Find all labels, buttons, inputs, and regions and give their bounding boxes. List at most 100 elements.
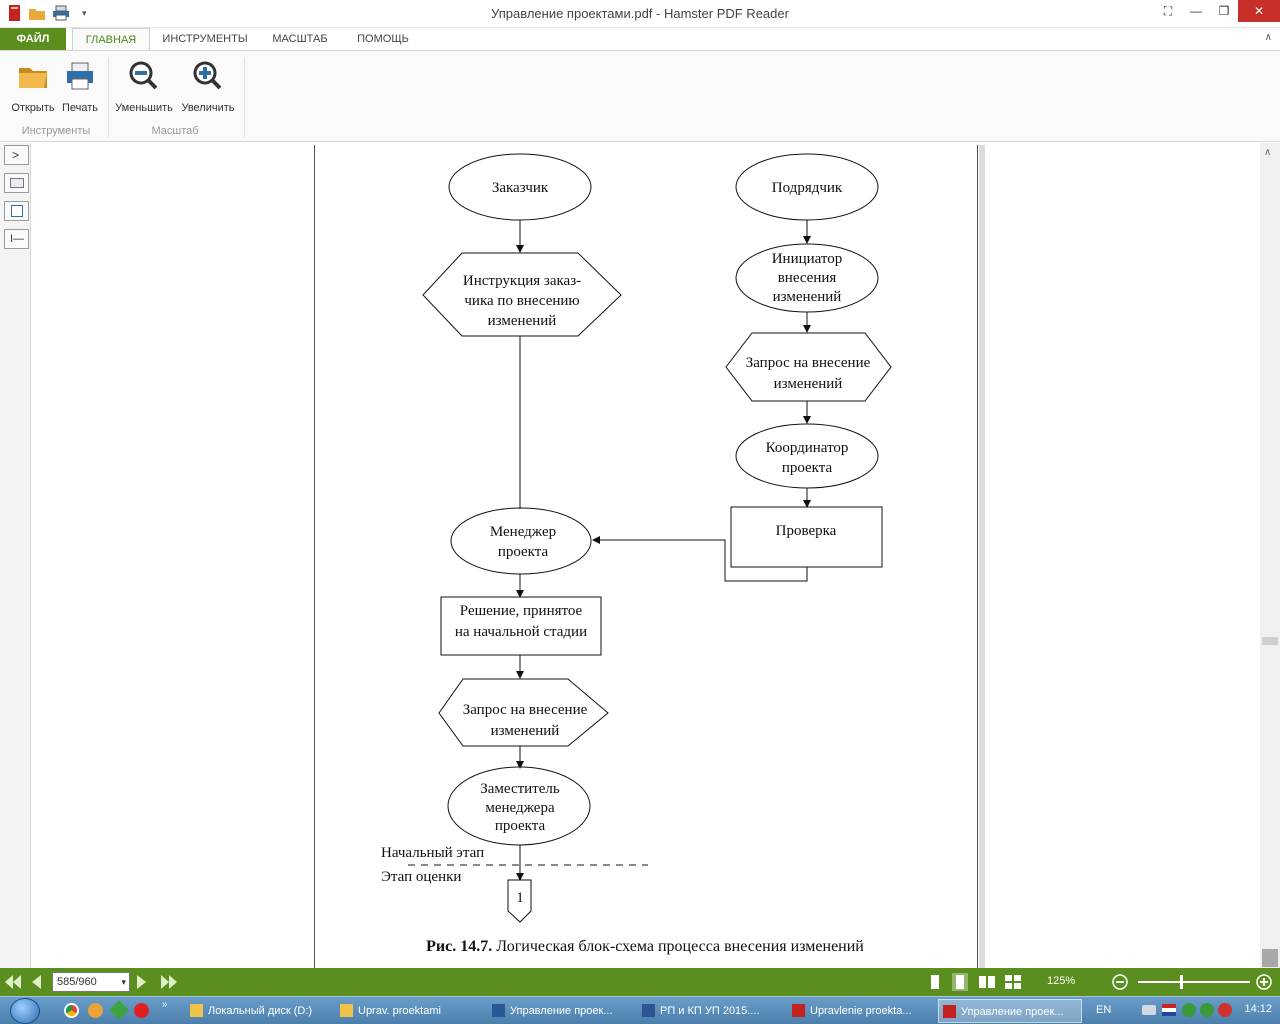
- prev-page-icon[interactable]: [30, 974, 42, 990]
- expand-panel-button[interactable]: >: [4, 145, 29, 165]
- ribbon: Открыть Печать Инструменты Уменьшить Уве…: [0, 50, 1280, 142]
- folder-icon: [190, 1004, 203, 1017]
- bookmarks-button[interactable]: [4, 201, 29, 221]
- single-page-icon[interactable]: [928, 974, 942, 990]
- label-instruction: чика по внесению: [464, 293, 579, 309]
- label-request1: изменений: [774, 376, 843, 392]
- tab-help[interactable]: ПОМОЩЬ: [357, 33, 409, 45]
- collapse-ribbon-icon[interactable]: ∧: [1264, 32, 1272, 43]
- label-request2: изменений: [491, 723, 560, 739]
- tray-network-icon[interactable]: [1142, 1005, 1156, 1015]
- zoom-in-icon: [193, 61, 222, 90]
- scroll-up-icon[interactable]: ∧: [1264, 147, 1272, 158]
- label-initiator: Инициатор: [772, 251, 843, 267]
- open-folder-icon[interactable]: [28, 5, 46, 21]
- label-manager: Менеджер: [490, 524, 556, 540]
- tab-tools[interactable]: ИНСТРУМЕНТЫ: [162, 33, 248, 45]
- task-hamster-reader[interactable]: Управление проек...: [938, 999, 1082, 1023]
- chevron-down-icon[interactable]: ▾: [121, 977, 126, 987]
- next-page-icon[interactable]: [136, 974, 148, 990]
- app-green-icon[interactable]: [109, 1000, 129, 1020]
- task-upravlenie-pdf[interactable]: Upravlenie proekta...: [788, 999, 932, 1023]
- first-page-icon[interactable]: [4, 974, 22, 990]
- label-deputy: проекта: [495, 818, 546, 834]
- chrome-icon[interactable]: [64, 1003, 79, 1018]
- zoom-out-icon: [129, 61, 158, 90]
- browser-icon[interactable]: [88, 1003, 103, 1018]
- close-button[interactable]: ✕: [1238, 0, 1280, 22]
- tab-home[interactable]: ГЛАВНАЯ: [72, 28, 150, 50]
- task-uprav-proektami[interactable]: Uprav. proektami: [336, 999, 480, 1023]
- text-panel-button[interactable]: I—: [4, 229, 29, 249]
- tray-info-icon[interactable]: [1200, 1003, 1214, 1017]
- label-request2: Запрос на внесение: [463, 702, 588, 718]
- yandex-icon[interactable]: [134, 1003, 149, 1018]
- maximize-button[interactable]: ❐: [1218, 4, 1230, 18]
- word-icon: [642, 1004, 655, 1017]
- label-check: Проверка: [776, 523, 837, 539]
- more-icon[interactable]: »: [162, 999, 168, 1010]
- document-viewer[interactable]: Заказчик Подрядчик Инструкция заказ- чик…: [31, 143, 1260, 968]
- task-rp-kp[interactable]: РП и КП УП 2015....: [638, 999, 782, 1023]
- print-icon[interactable]: [52, 5, 70, 21]
- tab-file[interactable]: ФАЙЛ: [0, 28, 66, 50]
- label-instruction: изменений: [488, 313, 557, 329]
- open-button[interactable]: Открыть: [8, 59, 58, 114]
- two-pages-icon[interactable]: [978, 974, 996, 990]
- title-bar: ▾ Управление проектами.pdf - Hamster PDF…: [0, 0, 1280, 28]
- tray-flag-icon[interactable]: [1162, 1004, 1176, 1016]
- two-pages-continuous-icon[interactable]: [1004, 974, 1022, 990]
- zoom-slider[interactable]: [1138, 981, 1250, 983]
- task-word-doc[interactable]: Управление проек...: [488, 999, 632, 1023]
- fullscreen-icon[interactable]: ⛶: [1163, 3, 1173, 18]
- label-customer: Заказчик: [492, 180, 549, 196]
- thumbnails-icon: [10, 178, 24, 188]
- tray-power-icon[interactable]: [1218, 1003, 1232, 1017]
- status-bar: 585/960▾ 125%: [0, 968, 1280, 996]
- ribbon-tabs: ФАЙЛ ГЛАВНАЯ ИНСТРУМЕНТЫ МАСШТАБ ПОМОЩЬ …: [0, 28, 1280, 50]
- side-panel: > I—: [0, 143, 31, 968]
- pages-icon: [11, 205, 23, 217]
- figure-caption: Рис. 14.7. Логическая блок-схема процесс…: [426, 938, 864, 955]
- label-stage-initial: Начальный этап: [381, 845, 484, 861]
- minimize-button[interactable]: —: [1190, 4, 1202, 18]
- app-icon: [9, 5, 20, 21]
- zoom-in-button[interactable]: Увеличить: [178, 59, 238, 114]
- open-folder-icon: [19, 68, 47, 88]
- vertical-scrollbar[interactable]: ∧: [1260, 143, 1280, 968]
- customize-toolbar-icon[interactable]: ▾: [82, 7, 87, 18]
- quick-access-toolbar: ▾: [8, 4, 87, 22]
- print-button[interactable]: Печать: [58, 59, 102, 114]
- zoom-out-button[interactable]: Уменьшить: [112, 59, 176, 114]
- chevron-right-icon: >: [12, 148, 20, 162]
- language-indicator[interactable]: EN: [1096, 1004, 1112, 1016]
- label-initiator: изменений: [773, 289, 842, 305]
- clock: 14:12: [1244, 1003, 1272, 1015]
- label-coordinator: Координатор: [766, 440, 849, 456]
- word-icon: [492, 1004, 505, 1017]
- start-button[interactable]: [10, 998, 40, 1024]
- continuous-page-icon[interactable]: [952, 973, 968, 991]
- last-page-icon[interactable]: [160, 974, 178, 990]
- zoom-in-small-icon[interactable]: [1256, 974, 1272, 990]
- tab-zoom[interactable]: МАСШТАБ: [272, 33, 328, 45]
- scroll-thumb[interactable]: [1262, 949, 1278, 967]
- tray-check-icon[interactable]: [1182, 1003, 1196, 1017]
- zoom-slider-handle[interactable]: [1180, 975, 1183, 989]
- task-local-disk[interactable]: Локальный диск (D:): [186, 999, 326, 1023]
- label-deputy: менеджера: [485, 800, 555, 816]
- label-contractor: Подрядчик: [772, 180, 843, 196]
- node-connector: [507, 879, 532, 923]
- node-coordinator: [735, 423, 879, 489]
- page-number-field[interactable]: 585/960▾: [52, 972, 130, 992]
- pdf-icon: [943, 1005, 956, 1018]
- zoom-out-small-icon[interactable]: [1112, 974, 1128, 990]
- window-controls: ⛶ — ❐ ✕: [1154, 0, 1280, 22]
- thumbnails-button[interactable]: [4, 173, 29, 193]
- pdf-icon: [792, 1004, 805, 1017]
- node-instruction: [422, 252, 622, 337]
- label-manager: проекта: [498, 544, 549, 560]
- label-connector: 1: [516, 890, 524, 906]
- pdf-page: Заказчик Подрядчик Инструкция заказ- чик…: [314, 145, 978, 968]
- print-icon: [67, 62, 93, 90]
